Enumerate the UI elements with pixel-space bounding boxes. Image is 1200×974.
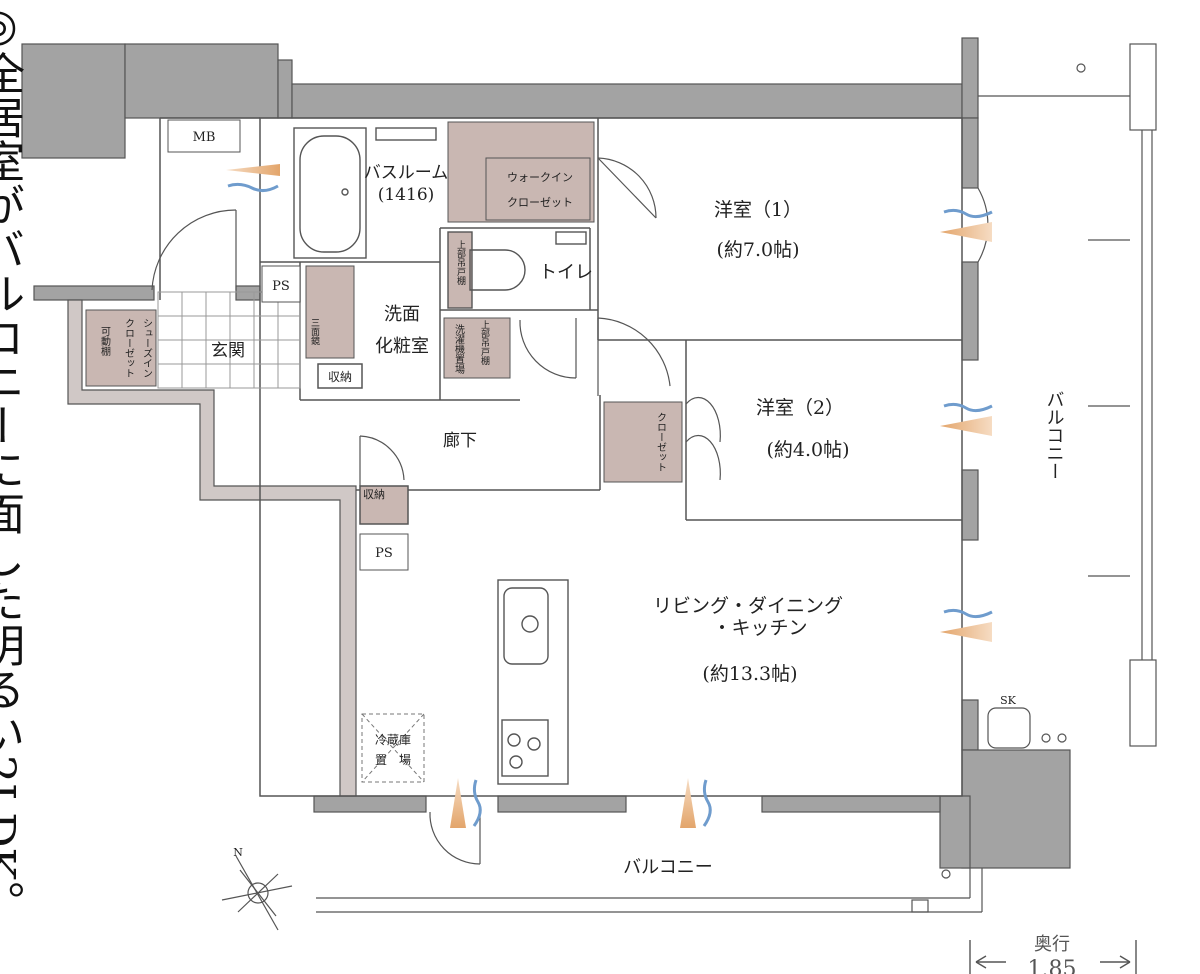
east-balcony-label: バルコニー — [1044, 390, 1065, 480]
compass-icon — [221, 855, 293, 931]
washer-shelf-label: 上部吊戸棚 — [479, 320, 490, 366]
ldk-label-1: リビング・ダイニング — [653, 595, 843, 617]
toilet-shelf-label: 上部吊戸棚 — [455, 240, 466, 286]
ldk-size: (約13.3帖) — [702, 663, 797, 685]
exterior-walls — [21, 37, 1071, 869]
bathroom-size: (1416) — [378, 185, 435, 205]
toilet-fixture — [447, 231, 587, 309]
closet-label: クローゼット — [655, 412, 667, 472]
fridge-label-1: 冷蔵庫 — [375, 733, 411, 747]
washer-label: 洗濯機置場 — [453, 324, 465, 375]
compass-n-label: N — [233, 846, 243, 859]
mirror-label: 三面鏡 — [309, 318, 320, 346]
depth-value: 1.85 — [1028, 957, 1077, 974]
south-balcony — [316, 868, 983, 913]
east-balcony — [978, 43, 1157, 749]
bathtub — [293, 127, 437, 259]
toilet-label: トイレ — [539, 262, 593, 283]
wash-storage-label: 収納 — [328, 370, 352, 384]
wash-storage — [305, 265, 355, 359]
shoes-label-1: シューズイン — [141, 318, 153, 378]
mb-label: MB — [193, 130, 216, 145]
south-balcony-label: バルコニー — [623, 857, 713, 878]
entrance-tiles — [157, 291, 301, 389]
fridge-label-2: 置 場 — [375, 753, 411, 767]
washroom-label-2: 化粧室 — [375, 336, 429, 357]
side-caption: ◎全居室がバルコニーに面した明るい2LDK。 — [0, 0, 24, 925]
washroom-label-1: 洗面 — [384, 304, 420, 325]
walkin-label-1: ウォークイン — [507, 171, 573, 184]
kitchen-counter — [497, 579, 569, 785]
ps-label-1: PS — [272, 279, 290, 294]
entrance-label: 玄関 — [211, 341, 245, 361]
bedroom1-label: 洋室（1） — [714, 199, 802, 221]
airflow-icons — [226, 164, 993, 828]
closet-bed2 — [603, 401, 683, 483]
ps-label-2: PS — [375, 546, 393, 561]
ldk-label-2: ・キッチン — [712, 617, 807, 639]
sk-label: SK — [1000, 694, 1017, 707]
hallway-label: 廊下 — [443, 431, 477, 451]
door-swings — [151, 157, 989, 865]
bedroom2-size: (約4.0帖) — [766, 439, 849, 461]
shoes-closet — [85, 309, 157, 387]
depth-indicator — [969, 940, 1137, 974]
walkin-label-2: クローゼット — [507, 196, 573, 209]
depth-label: 奥行 — [1034, 934, 1070, 955]
shoes-label-2: クローゼット — [123, 318, 135, 378]
hall-storage — [359, 485, 409, 525]
bedroom1-size: (約7.0帖) — [716, 239, 799, 261]
bedroom2-label: 洋室（2） — [756, 397, 844, 419]
interior-walls — [159, 117, 963, 797]
hall-storage-label: 収納 — [363, 488, 385, 501]
movable-shelf-label: 可動棚 — [99, 326, 111, 357]
bathroom-label: バスルーム — [364, 163, 449, 183]
fridge-space — [361, 713, 425, 783]
